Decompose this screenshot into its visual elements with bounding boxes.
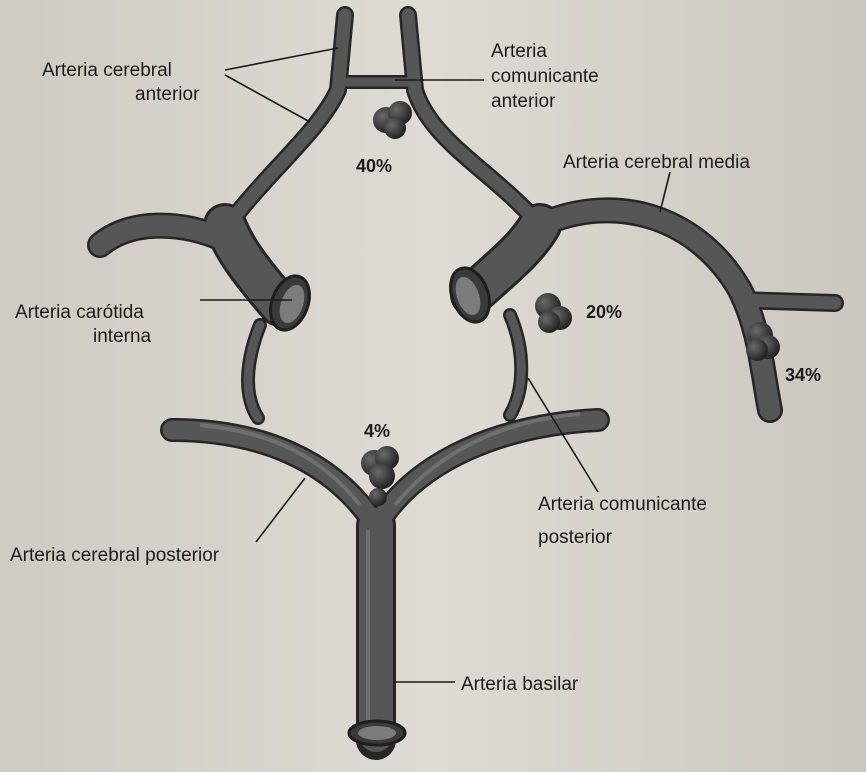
label-posterior-cerebral: Arteria cerebral posterior — [10, 545, 220, 566]
label-middle-cerebral: Arteria cerebral media — [563, 152, 750, 173]
label-internal-carotid-line-2: interna — [93, 326, 152, 347]
label-anterior-cerebral-line-2: anterior — [135, 84, 200, 105]
label-posterior-communicating-line-1: Arteria comunicante — [538, 494, 707, 515]
label-basilar: Arteria basilar — [461, 674, 579, 695]
percent-basilar-tip: 4% — [364, 421, 390, 441]
label-anterior-communicating-line-1: Arteria — [491, 41, 547, 62]
label-anterior-cerebral-line-1: Arteria cerebral — [42, 60, 172, 81]
label-anterior-communicating-line-3: anterior — [491, 91, 556, 112]
percent-middle-cerebral-bifurcation: 20% — [586, 302, 622, 322]
percent-anterior-communicating: 40% — [356, 156, 392, 176]
label-anterior-communicating-line-2: comunicante — [491, 66, 599, 87]
percent-middle-cerebral-distal: 34% — [785, 365, 821, 385]
label-posterior-communicating-line-2: posterior — [538, 527, 613, 548]
middle-cerebral-branch — [740, 300, 835, 303]
label-internal-carotid-line-1: Arteria carótida — [15, 302, 144, 323]
